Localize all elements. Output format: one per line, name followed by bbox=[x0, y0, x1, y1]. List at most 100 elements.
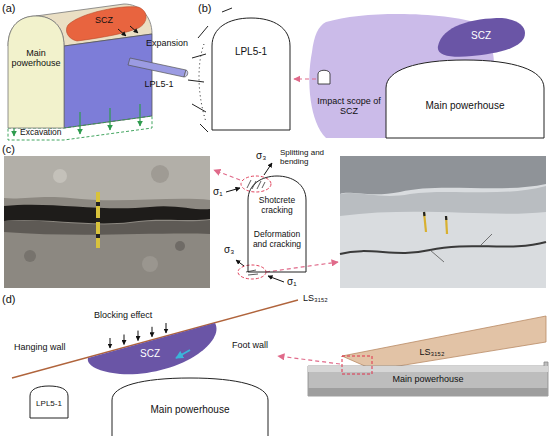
blocking-arrows bbox=[138, 331, 139, 341]
photo-floor-crack bbox=[430, 234, 492, 262]
powerhouse-slab-outline bbox=[308, 388, 548, 396]
annotation: Splitting and bending bbox=[280, 148, 338, 166]
photo-floor-crack bbox=[424, 212, 446, 220]
photo-floor-crack bbox=[340, 156, 546, 288]
photo-rock-crack bbox=[4, 205, 210, 224]
annotation: Blocking effect bbox=[94, 310, 152, 320]
node-text: Main powerhouse bbox=[386, 100, 544, 112]
photo-rock-crack bbox=[4, 156, 210, 288]
photo-rock-crack bbox=[4, 156, 210, 200]
photo-rock-crack bbox=[96, 192, 100, 248]
node-text: Main powerhouse bbox=[308, 374, 548, 384]
photo-rock-crack bbox=[96, 202, 100, 206]
blocking-arrows bbox=[110, 338, 111, 348]
node-text: LPL5-1 bbox=[30, 399, 68, 408]
annotation: Excavation bbox=[20, 128, 62, 138]
block-side-face bbox=[64, 34, 152, 128]
joint-lines bbox=[192, 54, 206, 58]
excavation-arrows bbox=[79, 112, 80, 134]
joint-lines bbox=[192, 104, 206, 112]
fault-band-outline bbox=[342, 316, 546, 370]
impact-zone-outline bbox=[318, 70, 330, 84]
blocking-arrows bbox=[152, 327, 153, 337]
photo-floor-crack bbox=[340, 242, 546, 254]
powerhouse-slab: Main powerhouse bbox=[308, 360, 548, 396]
scz-zone-outline bbox=[438, 18, 525, 57]
powerhouse-end-face: Main powerhouse bbox=[8, 16, 64, 128]
powerhouse-outline: Main powerhouse bbox=[386, 60, 544, 138]
drainage-tunnel-tube-outline bbox=[128, 58, 186, 77]
powerhouse-slab-outline bbox=[342, 356, 372, 374]
excavation-arrows bbox=[109, 108, 110, 130]
node-text: Main powerhouse bbox=[112, 404, 268, 416]
tunnel-outline: Shotcrete crackingDeformation and cracki… bbox=[248, 176, 306, 272]
stress-label: σ₃ bbox=[256, 150, 266, 162]
tunnel-outline-shape bbox=[248, 176, 306, 272]
tunnel-outline-outline bbox=[30, 386, 68, 418]
joint-lines bbox=[198, 26, 208, 38]
scz-zone-outline bbox=[118, 29, 126, 36]
photo-floor-crack bbox=[340, 186, 546, 216]
photo-rock-crack bbox=[24, 250, 36, 262]
powerhouse-slab-outline bbox=[308, 366, 548, 372]
stress-arrow bbox=[226, 163, 284, 282]
stress-label: σ₁ bbox=[287, 276, 297, 288]
photo-floor-crack bbox=[340, 156, 546, 288]
photo-floor-crack bbox=[340, 156, 546, 194]
scz-zone: SCZ bbox=[86, 322, 218, 376]
zoom-arrow bbox=[214, 170, 240, 180]
node-text: Main powerhouse bbox=[9, 48, 63, 69]
powerhouse-slab-outline bbox=[308, 362, 548, 396]
scz-zone-outline bbox=[88, 323, 217, 374]
node-text: SCZ bbox=[456, 30, 506, 42]
fault-band-shape bbox=[340, 312, 548, 374]
joint-lines bbox=[188, 8, 232, 132]
wall-label: Foot wall bbox=[232, 340, 268, 350]
failure-ellipse bbox=[238, 176, 271, 279]
photo-rock-crack bbox=[4, 220, 210, 235]
tunnel-outline: LPL5-1 bbox=[212, 18, 290, 130]
panel-label: (d) bbox=[2, 293, 15, 306]
photo-rock-crack bbox=[175, 241, 185, 251]
node-text: Shotcrete cracking bbox=[250, 196, 304, 216]
powerhouse-outline-outline bbox=[112, 378, 268, 436]
tunnel-outline-shape bbox=[212, 18, 290, 130]
blocking-arrows bbox=[124, 335, 125, 345]
fault-line bbox=[12, 300, 298, 378]
tunnel-outline-outline bbox=[212, 18, 290, 130]
joint-lines bbox=[199, 44, 206, 122]
scz-zone-outline bbox=[130, 26, 138, 33]
powerhouse-outline: Main powerhouse bbox=[112, 378, 268, 436]
node-text: SCZ bbox=[130, 348, 170, 360]
photo-rock-crack bbox=[53, 169, 67, 183]
zoom-arrow bbox=[266, 262, 338, 272]
scz-zone: SCZ bbox=[64, 5, 150, 43]
photo-rock-crack bbox=[96, 218, 100, 222]
scz-zone-outline bbox=[176, 350, 190, 358]
impact-zone-outline bbox=[294, 78, 316, 79]
stress-arrow bbox=[268, 276, 284, 282]
node-text: LPL5-1 bbox=[134, 79, 184, 89]
photo-rock-crack bbox=[4, 156, 210, 288]
drainage-tunnel-tube: LPL5-1 bbox=[130, 52, 190, 92]
node-text: SCZ bbox=[84, 15, 124, 25]
scz-zone: SCZ bbox=[432, 16, 528, 60]
fault-band: LS₃₁₅₂ bbox=[340, 312, 548, 374]
panel-label: (c) bbox=[2, 143, 15, 156]
powerhouse-slab-outline bbox=[278, 356, 340, 364]
joint-lines bbox=[200, 124, 208, 132]
powerhouse-end-face-outline bbox=[8, 16, 64, 128]
node-text: Impact scope of SCZ bbox=[314, 96, 384, 117]
failure-ellipse bbox=[241, 176, 271, 192]
drainage-tunnel-tube-outline bbox=[184, 70, 188, 77]
node-text: Deformation and cracking bbox=[250, 230, 304, 250]
powerhouse-outline-outline bbox=[386, 60, 544, 138]
annotation: Expansion bbox=[146, 38, 188, 48]
powerhouse-outline-shape bbox=[386, 60, 544, 138]
photo-rock-crack bbox=[142, 256, 158, 272]
joint-lines bbox=[188, 80, 204, 82]
zoom-arrow bbox=[214, 170, 338, 272]
excavation-arrows bbox=[139, 104, 140, 126]
crack-hatch bbox=[247, 180, 265, 189]
